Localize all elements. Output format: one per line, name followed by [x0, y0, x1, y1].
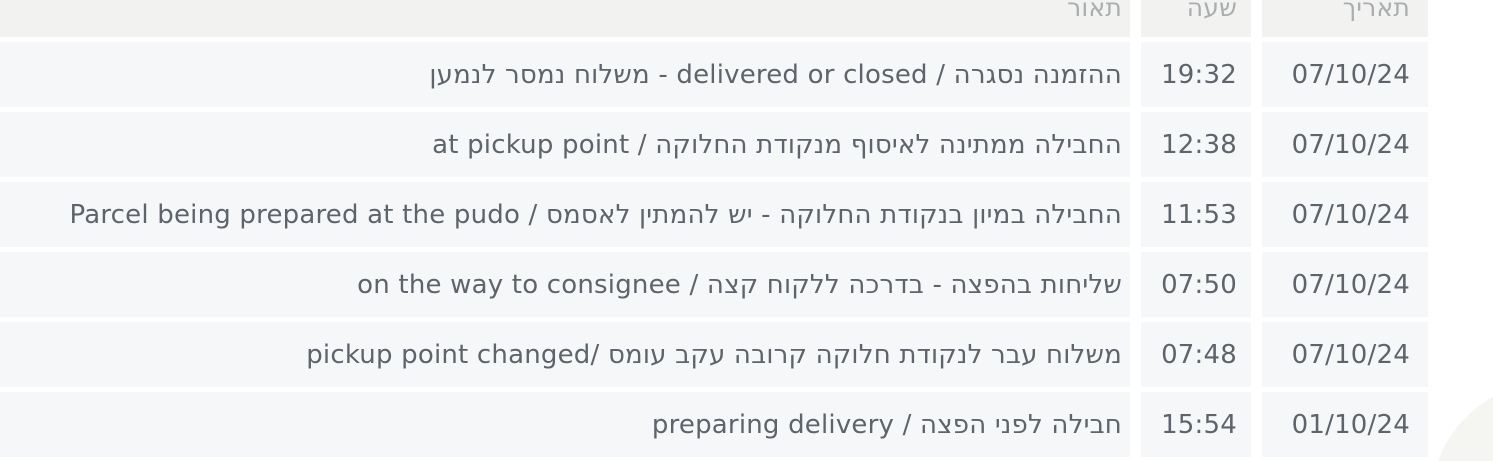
table-row: 07/10/24 07:48 משלוח עבר לנקודת חלוקה קר…	[0, 322, 1428, 387]
column-header-description: תאור	[0, 0, 1130, 37]
event-time: 11:53	[1141, 182, 1251, 247]
table-row: 01/10/24 15:54 חבילה לפני הפצה / prepari…	[0, 392, 1428, 457]
event-date: 07/10/24	[1262, 252, 1428, 317]
event-date: 07/10/24	[1262, 42, 1428, 107]
event-time: 12:38	[1141, 112, 1251, 177]
event-time: 07:50	[1141, 252, 1251, 317]
event-date: 07/10/24	[1262, 112, 1428, 177]
shipment-tracking-table: תאריך שעה תאור 07/10/24 19:32 ההזמנה נסג…	[0, 0, 1428, 457]
event-description: ההזמנה נסגרה / delivered or closed - משל…	[0, 42, 1130, 107]
table-row: 07/10/24 12:38 החבילה ממתינה לאיסוף מנקו…	[0, 112, 1428, 177]
column-header-time-label: שעה	[1186, 0, 1237, 22]
event-date: 01/10/24	[1262, 392, 1428, 457]
column-header-date: תאריך	[1262, 0, 1428, 37]
table-row: 07/10/24 07:50 שליחות בהפצה - בדרכה ללקו…	[0, 252, 1428, 317]
column-header-time: שעה	[1141, 0, 1251, 37]
column-header-date-label: תאריך	[1342, 0, 1410, 22]
event-description: משלוח עבר לנקודת חלוקה קרובה עקב עומס /p…	[0, 322, 1130, 387]
event-description: חבילה לפני הפצה / preparing delivery	[0, 392, 1130, 457]
event-date: 07/10/24	[1262, 322, 1428, 387]
column-header-description-label: תאור	[1067, 0, 1122, 22]
corner-circle-decoration	[1430, 380, 1493, 461]
event-description: שליחות בהפצה - בדרכה ללקוח קצה / on the …	[0, 252, 1130, 317]
event-time: 15:54	[1141, 392, 1251, 457]
table-row: 07/10/24 19:32 ההזמנה נסגרה / delivered …	[0, 42, 1428, 107]
event-time: 19:32	[1141, 42, 1251, 107]
event-description: החבילה במיון בנקודת החלוקה - יש להמתין ל…	[0, 182, 1130, 247]
event-time: 07:48	[1141, 322, 1251, 387]
table-body: 07/10/24 19:32 ההזמנה נסגרה / delivered …	[0, 42, 1428, 457]
event-date: 07/10/24	[1262, 182, 1428, 247]
table-header-row: תאריך שעה תאור	[0, 0, 1428, 37]
event-description: החבילה ממתינה לאיסוף מנקודת החלוקה / at …	[0, 112, 1130, 177]
table-row: 07/10/24 11:53 החבילה במיון בנקודת החלוק…	[0, 182, 1428, 247]
